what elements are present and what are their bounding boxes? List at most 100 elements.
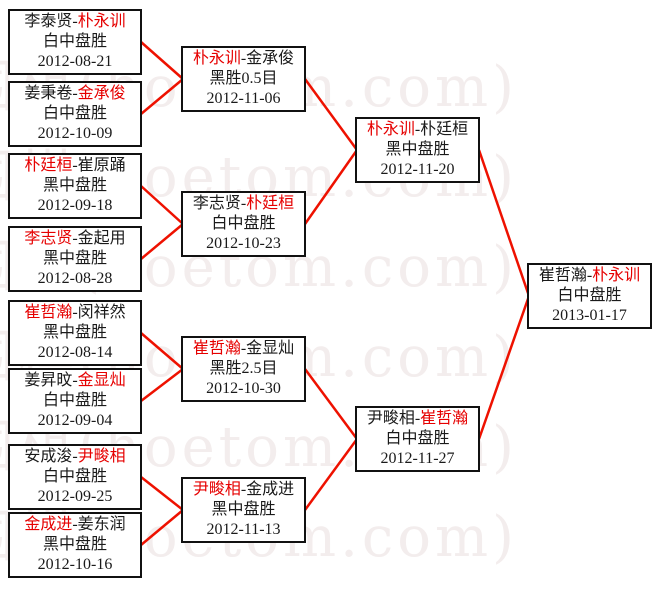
names-separator: -: [72, 304, 78, 321]
player1-name: 朴永训: [192, 50, 241, 67]
match-players: 安成浚-尹畯相: [10, 447, 140, 467]
match-result: 白中盘胜: [42, 468, 107, 485]
names-separator: -: [72, 448, 78, 465]
match-players: 尹畯相-崔哲瀚: [357, 409, 478, 429]
player1-name: 姜昇旼: [24, 372, 73, 389]
bracket-connector-line: [303, 149, 359, 225]
names-separator: -: [72, 516, 78, 533]
names-separator: -: [414, 410, 421, 427]
player1-name: 朴廷桓: [24, 157, 73, 174]
match-box-semifinal-1: 朴永训-朴廷桓黑中盘胜 2012-11-20: [355, 117, 480, 183]
player2-name: 金显灿: [246, 340, 295, 357]
bracket-connector-line: [303, 438, 359, 511]
names-separator: -: [72, 13, 78, 30]
player1-name: 崔哲瀚: [538, 267, 587, 284]
player1-name: 朴永训: [366, 121, 415, 138]
match-players: 李泰贤-朴永训: [10, 12, 140, 32]
match-result: 黑中盘胜: [211, 501, 276, 518]
match-date: 2012-08-21: [37, 53, 113, 70]
match-date: 2012-08-14: [37, 344, 113, 361]
match-players: 李志贤-金起用: [10, 229, 140, 249]
player1-name: 安成浚: [24, 448, 73, 465]
player2-name: 朴永训: [77, 13, 126, 30]
bracket-connector-line: [140, 368, 184, 402]
names-separator: -: [240, 481, 247, 498]
match-players: 金成进-姜东润: [10, 515, 140, 535]
player2-name: 金承俊: [77, 85, 126, 102]
match-result: 黑胜2.5目: [209, 360, 278, 377]
player2-name: 朴廷桓: [420, 121, 469, 138]
names-separator: -: [586, 267, 593, 284]
names-separator: -: [72, 85, 78, 102]
match-result: 白中盘胜: [385, 430, 450, 447]
match-result: 白中盘胜: [42, 33, 107, 50]
match-date: 2012-09-04: [37, 412, 113, 429]
match-date: 2012-09-18: [37, 197, 113, 214]
names-separator: -: [72, 157, 78, 174]
bracket-connector-line: [477, 295, 531, 440]
bracket-connector-line: [140, 476, 184, 511]
match-result: 黑中盘胜: [42, 177, 107, 194]
match-date: 2012-09-25: [37, 488, 113, 505]
player1-name: 尹畯相: [192, 481, 241, 498]
match-players: 崔哲瀚-金显灿: [183, 339, 304, 359]
match-result: 白中盘胜: [42, 392, 107, 409]
match-players: 尹畯相-金成进: [183, 480, 304, 500]
match-players: 姜昇旼-金显灿: [10, 371, 140, 391]
player2-name: 金成进: [246, 481, 295, 498]
bracket-connector-line: [140, 185, 184, 225]
names-separator: -: [240, 50, 247, 67]
names-separator: -: [414, 121, 421, 138]
player1-name: 李泰贤: [24, 13, 73, 30]
match-result: 黑中盘胜: [42, 324, 107, 341]
match-result: 黑中盘胜: [42, 250, 107, 267]
match-date: 2012-11-06: [206, 90, 281, 107]
match-result: 黑中盘胜: [385, 141, 450, 158]
player2-name: 朴永训: [592, 267, 641, 284]
match-date: 2012-10-30: [206, 380, 281, 397]
player2-name: 闵祥然: [77, 304, 126, 321]
match-date: 2012-11-20: [380, 161, 455, 178]
match-result: 白中盘胜: [42, 105, 107, 122]
player2-name: 朴廷桓: [246, 195, 295, 212]
player1-name: 崔哲瀚: [24, 304, 73, 321]
match-date: 2012-08-28: [37, 270, 113, 287]
player2-name: 金显灿: [77, 372, 126, 389]
player2-name: 金起用: [77, 230, 126, 247]
bracket-connector-line: [303, 78, 359, 151]
match-players: 朴永训-金承俊: [183, 49, 304, 69]
match-players: 朴廷桓-崔原踊: [10, 156, 140, 176]
player1-name: 姜秉卷: [24, 85, 73, 102]
player2-name: 尹畯相: [77, 448, 126, 465]
player1-name: 李志贤: [24, 230, 73, 247]
bracket-connector-line: [140, 332, 184, 370]
match-players: 崔哲瀚-闵祥然: [10, 303, 140, 323]
names-separator: -: [72, 230, 78, 247]
names-separator: -: [72, 372, 78, 389]
match-date: 2012-10-23: [206, 235, 281, 252]
match-date: 2013-01-17: [552, 307, 627, 324]
player2-name: 金承俊: [246, 50, 295, 67]
player2-name: 崔哲瀚: [420, 410, 469, 427]
match-date: 2012-10-09: [37, 125, 113, 142]
match-result: 白中盘胜: [557, 287, 622, 304]
match-result: 黑中盘胜: [42, 536, 107, 553]
bracket-connector-line: [140, 509, 184, 546]
match-players: 崔哲瀚-朴永训: [529, 266, 650, 286]
player2-name: 崔原踊: [77, 157, 126, 174]
bracket-connector-line: [140, 78, 184, 115]
names-separator: -: [240, 195, 247, 212]
bracket-connector-line: [140, 223, 184, 260]
match-date: 2012-11-13: [206, 521, 281, 538]
player1-name: 尹畯相: [366, 410, 415, 427]
bracket-connector-line: [303, 368, 359, 440]
player2-name: 姜东润: [77, 516, 126, 533]
